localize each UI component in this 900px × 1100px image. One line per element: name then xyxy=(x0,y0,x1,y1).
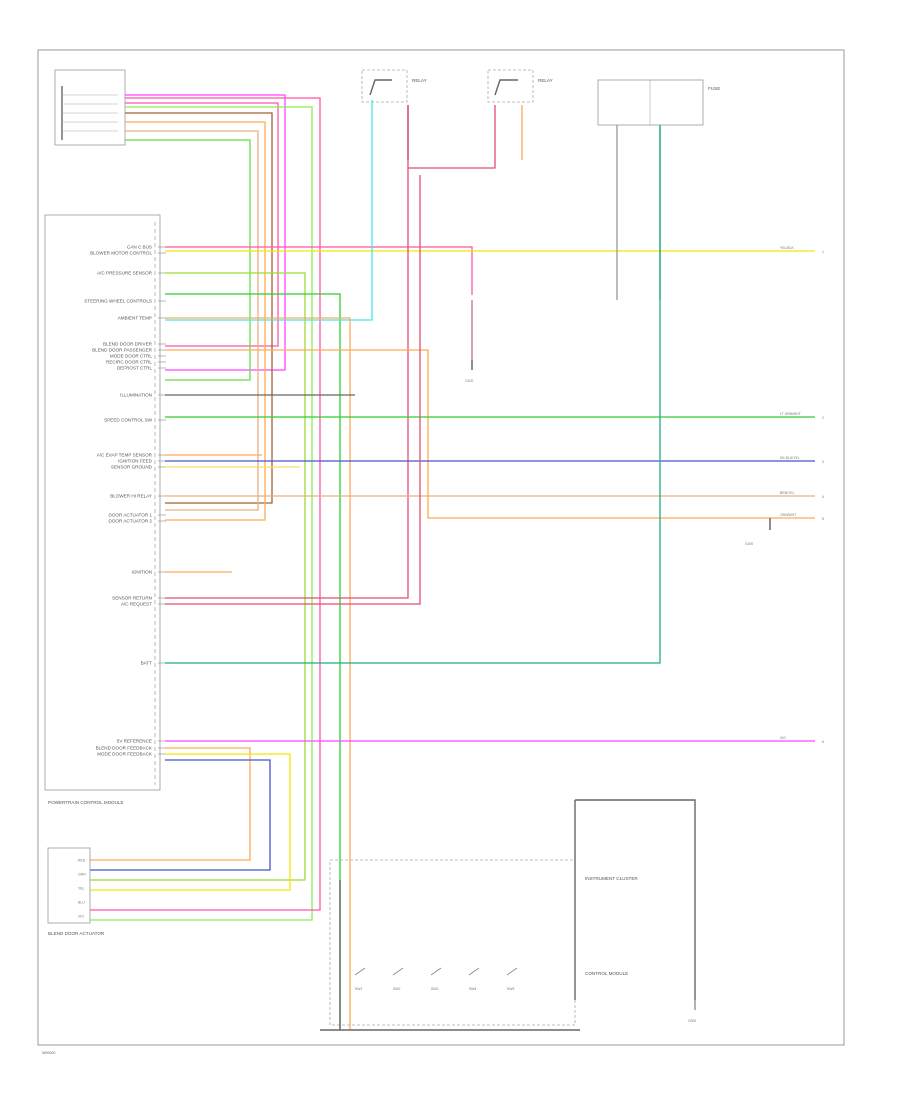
pcm-pin-label: SENSOR RETURN xyxy=(112,596,152,601)
pcm-pin-label: DOOR ACTUATOR 2 xyxy=(109,519,153,524)
pcm-pin-label: BLEND DOOR DRIVER xyxy=(103,342,153,347)
pcm-pin-label: BLOWER HI RELAY xyxy=(110,494,152,499)
pcm-pin-label: RECIRC DOOR CTRL xyxy=(106,360,152,365)
wire-ac-press xyxy=(90,272,306,881)
pcm-pin-label: A/C PRESSURE SENSOR xyxy=(97,271,153,276)
wire-fb-blue xyxy=(90,759,271,871)
right-wire-label: YEL/BLK xyxy=(780,246,794,250)
top-relay-2: RELAY xyxy=(487,69,553,103)
wire-ambient xyxy=(165,317,351,1030)
wire-batt xyxy=(165,125,661,664)
pcm-pin-label: BLOWER MOTOR CONTROL xyxy=(90,251,152,256)
pcm-label: POWERTRAIN CONTROL MODULE xyxy=(48,800,124,805)
pcm-pin-label: STEERING WHEEL CONTROLS xyxy=(84,299,152,304)
svg-text:G100: G100 xyxy=(465,379,473,383)
grounds: G100 G200 G300 xyxy=(465,360,771,1023)
pcm-pin-label: 5V REFERENCE xyxy=(117,739,152,744)
pcm-pin-label: A/C REQUEST xyxy=(121,602,152,607)
wire-cyan-relay xyxy=(165,100,373,321)
actuator-pin-label: VIO xyxy=(78,915,84,919)
switch-contact xyxy=(430,967,442,976)
wire-pink-top xyxy=(125,102,279,347)
wire-brown-top xyxy=(125,112,273,504)
diagram-frame xyxy=(37,49,845,1046)
wire-steering xyxy=(165,293,341,1030)
top-fuse-box: FUSE xyxy=(597,79,720,126)
actuator-pin-label: BLU xyxy=(78,901,85,905)
wire-layer xyxy=(90,94,815,1030)
right-wire-label: VIO xyxy=(780,736,786,740)
pcm-pin-label: BLEND DOOR FEEDBACK xyxy=(96,746,153,751)
switch-label: SW5 xyxy=(507,987,514,991)
switch-label: SW2 xyxy=(393,987,400,991)
switch-label: SW4 xyxy=(469,987,476,991)
right-wire-ref: 2 xyxy=(822,416,824,420)
right-wire-label: LT GRN/WHT xyxy=(780,412,801,416)
wire-crimson-1 xyxy=(165,160,409,599)
actuator-pin-label: YEL xyxy=(78,887,85,891)
wire-lime-top xyxy=(125,139,251,381)
top-left-switch xyxy=(54,69,126,146)
switch-label: SW1 xyxy=(355,987,362,991)
wire-fb-yellow xyxy=(90,753,291,891)
instrument-cluster: INSTRUMENT CLUSTER xyxy=(574,799,696,1010)
switch-label: SW3 xyxy=(431,987,438,991)
wire-fb-orange xyxy=(90,747,251,861)
switch-contact xyxy=(354,967,366,976)
pcm-pin-label: DEFROST CTRL xyxy=(117,366,153,371)
svg-text:G200: G200 xyxy=(745,542,753,546)
wire-green-top xyxy=(90,106,313,921)
switch-contact xyxy=(468,967,480,976)
right-wire-ref: 5 xyxy=(822,517,824,521)
wire-can-pink xyxy=(165,246,473,295)
svg-text:RELAY: RELAY xyxy=(412,78,427,83)
svg-text:BLEND DOOR ACTUATOR: BLEND DOOR ACTUATOR xyxy=(48,931,105,936)
top-relay-1: RELAY xyxy=(361,69,427,103)
right-wire-ref: 3 xyxy=(822,460,824,464)
pcm-pin-label: BATT xyxy=(141,661,153,666)
pcm-pin-label: IGNITION xyxy=(132,570,152,575)
blend-door-actuator: BLEND DOOR ACTUATOR RED GRN YEL BLU VIO xyxy=(47,847,105,936)
switch-contact xyxy=(392,967,404,976)
pcm-pin-label: IGNITION FEED xyxy=(118,459,153,464)
svg-text:G300: G300 xyxy=(688,1019,696,1023)
right-wire-ref: 4 xyxy=(822,495,824,499)
actuator-pin-label: RED xyxy=(78,859,86,863)
wire-crimson-2 xyxy=(408,105,496,169)
pcm-pin-label: ILLUMINATION xyxy=(120,393,152,398)
pcm-pin-label: SPEED CONTROL SW xyxy=(104,418,152,423)
svg-text:FUSE: FUSE xyxy=(708,86,720,91)
pcm-pin-label: AMBIENT TEMP xyxy=(118,316,152,321)
svg-text:RELAY: RELAY xyxy=(538,78,553,83)
pcm-pin-label: MODE DOOR CTRL xyxy=(110,354,153,359)
pcm-pin-label: DOOR ACTUATOR 1 xyxy=(109,513,153,518)
pcm-pin-label: CAN C BUS xyxy=(127,245,152,250)
svg-text:INSTRUMENT CLUSTER: INSTRUMENT CLUSTER xyxy=(585,876,638,881)
pcm-pin-label: A/C EVAP TEMP SENSOR xyxy=(97,453,153,458)
wire-orange-top xyxy=(125,121,266,521)
right-wire-ref: 1 xyxy=(822,250,824,254)
pcm-pin-label: MODE DOOR FEEDBACK xyxy=(97,752,153,757)
wire-blend-orange xyxy=(165,349,815,519)
wire-pink-long xyxy=(90,97,321,911)
pcm-pin-label: BLEND DOOR PASSENGER xyxy=(92,348,153,353)
actuator-pin-label: GRN xyxy=(78,873,86,877)
lower-dashed-module: CONTROL MODULE SW1 SW2 SW3 SW4 SW5 xyxy=(320,859,628,1031)
wire-red-relay xyxy=(165,175,421,605)
pcm-pin-label: SENSOR GROUND xyxy=(111,465,153,470)
right-wire-label: BRN/YEL xyxy=(780,491,795,495)
pcm-module: POWERTRAIN CONTROL MODULE CAN C BUSBLOWE… xyxy=(44,214,166,805)
right-wire-label: DK BLU/YEL xyxy=(780,456,800,460)
right-wire-label: ORN/WHT xyxy=(780,513,796,517)
right-wire-ref: 6 xyxy=(822,740,824,744)
switch-contact xyxy=(506,967,518,976)
wire-violet-top xyxy=(125,94,286,371)
svg-text:CONTROL MODULE: CONTROL MODULE xyxy=(585,971,628,976)
footer-code: W00000 xyxy=(42,1051,55,1055)
